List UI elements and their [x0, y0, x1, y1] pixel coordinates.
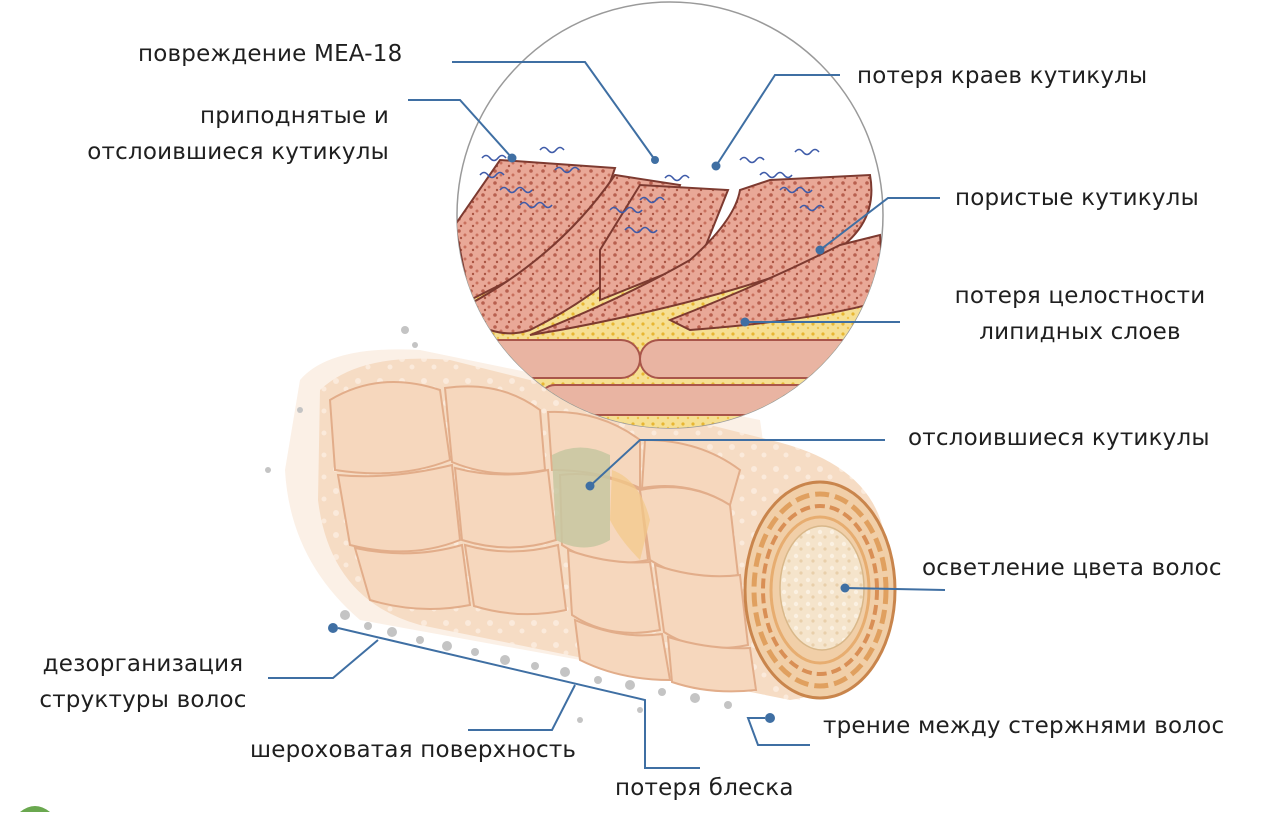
label-lifted-cuticles: приподнятые и отслоившиеся кутикулы [87, 98, 389, 170]
cross-section [743, 480, 897, 700]
label-lipid-loss: потеря целостности липидных слоев [940, 278, 1220, 350]
corner-mark [20, 806, 50, 812]
leader-color [844, 587, 946, 591]
label-text-line2: липидных слоев [979, 319, 1181, 345]
leader-mea18 [452, 61, 656, 161]
label-detached-cuticles: отслоившиеся кутикулы [908, 420, 1210, 456]
hair-shaft [265, 326, 897, 723]
label-text-line2: структуры волос [39, 687, 247, 713]
leader-friction [746, 717, 810, 746]
leader-detached [589, 439, 885, 487]
label-text: осветление цвета волос [922, 555, 1222, 581]
label-text: повреждение MEA-18 [138, 41, 403, 67]
label-color-lightening: осветление цвета волос [922, 550, 1222, 586]
leader-edge-loss [715, 74, 840, 167]
leader-lifted [408, 99, 513, 159]
label-disorganization: дезорганизация структуры волос [18, 646, 268, 718]
leader-rough [468, 684, 576, 731]
label-text: потеря краев кутикулы [857, 63, 1148, 89]
label-friction: трение между стержнями волос [823, 708, 1224, 744]
label-text: пористые кутикулы [955, 185, 1199, 211]
damage-waves [479, 146, 825, 234]
leader-shine [337, 627, 700, 769]
label-mea18-damage: повреждение MEA-18 [138, 36, 402, 72]
magnified-view [456, 1, 884, 429]
label-text-line1: дезорганизация [42, 651, 244, 677]
label-text: шероховатая поверхность [250, 737, 577, 763]
label-text-line1: приподнятые и [199, 103, 389, 129]
label-porous-cuticles: пористые кутикулы [955, 180, 1199, 216]
surface-particles [265, 326, 732, 723]
label-text: трение между стержнями волос [823, 713, 1225, 739]
leader-porous [819, 197, 940, 251]
label-text: отслоившиеся кутикулы [908, 425, 1210, 451]
leader-disorg [268, 639, 379, 679]
label-cuticle-edge-loss: потеря краев кутикулы [857, 58, 1147, 94]
leader-dots [328, 153, 850, 723]
label-text-line1: потеря целостности [954, 283, 1206, 309]
label-text-line2: отслоившиеся кутикулы [87, 139, 389, 165]
label-shine-loss: потеря блеска [615, 770, 794, 806]
label-text: потеря блеска [615, 775, 794, 801]
leader-lines [268, 61, 946, 769]
label-rough-surface: шероховатая поверхность [250, 732, 576, 768]
